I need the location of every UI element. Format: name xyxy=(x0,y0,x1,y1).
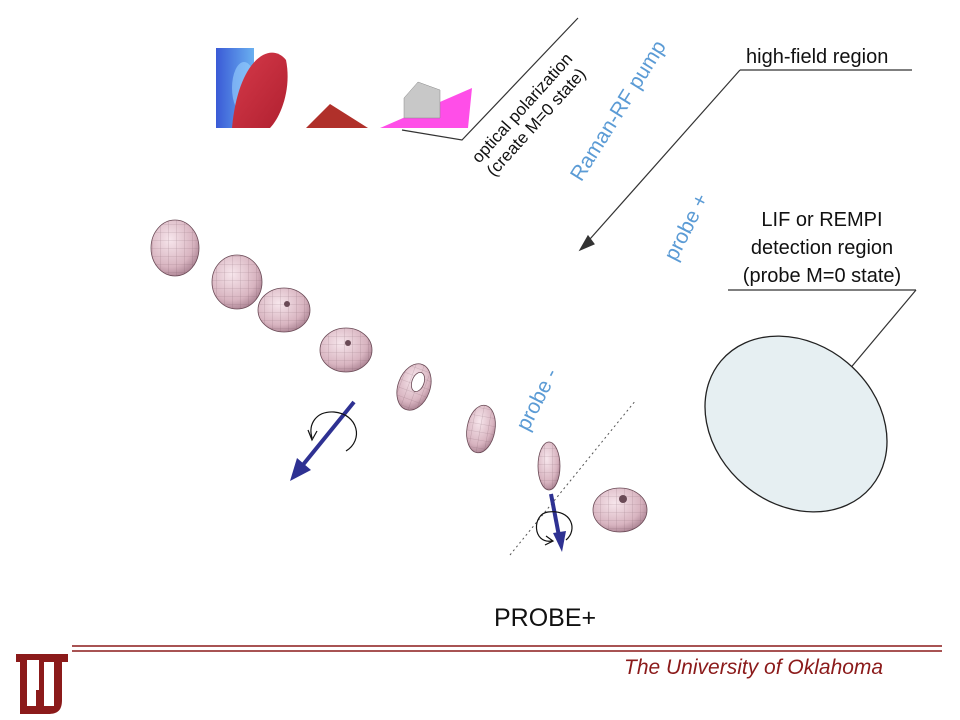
red-prism xyxy=(306,104,368,128)
molecule-orientation-icon xyxy=(319,327,373,373)
gray-polarizer xyxy=(403,81,441,119)
optical-polarization-shapes xyxy=(216,48,472,128)
molecule-orientation-icon xyxy=(257,287,311,333)
molecule-orientation-icon xyxy=(466,404,496,454)
lif-line-1: LIF or REMPI xyxy=(761,209,883,231)
lif-detection-label: LIF or REMPI detection region (probe M=0… xyxy=(722,206,922,290)
footer-rules xyxy=(72,645,942,652)
ou-logo-icon xyxy=(16,654,68,714)
red-laser-lens xyxy=(232,52,288,128)
rotation-arrow-icon xyxy=(307,411,357,452)
molecule-orientation-icon xyxy=(211,254,263,310)
detection-region-ellipse xyxy=(704,335,888,513)
lif-line-2: detection region xyxy=(750,237,894,259)
optical-leader-line xyxy=(401,17,579,141)
molecule-orientation-icon xyxy=(396,363,432,411)
molecule-orientation-icon xyxy=(537,441,561,491)
molecule-orientation-icon xyxy=(150,219,200,277)
polarization-arrow-icon xyxy=(549,493,566,552)
university-name: The University of Oklahoma xyxy=(624,656,884,679)
molecule-orientation-icon xyxy=(592,487,648,533)
high-field-arrow-line xyxy=(581,69,741,249)
probe-plus-caption: PROBE+ xyxy=(494,604,597,632)
molecule-orientation-sequence xyxy=(150,219,648,533)
high-field-label: high-field region xyxy=(746,46,889,68)
dashed-reference-line xyxy=(509,399,637,556)
high-field-arrowhead xyxy=(578,234,595,252)
lif-line-3: (probe M=0 state) xyxy=(742,265,902,287)
rotation-arrow-icon xyxy=(535,511,573,546)
polarization-arrow-icon xyxy=(290,400,356,481)
